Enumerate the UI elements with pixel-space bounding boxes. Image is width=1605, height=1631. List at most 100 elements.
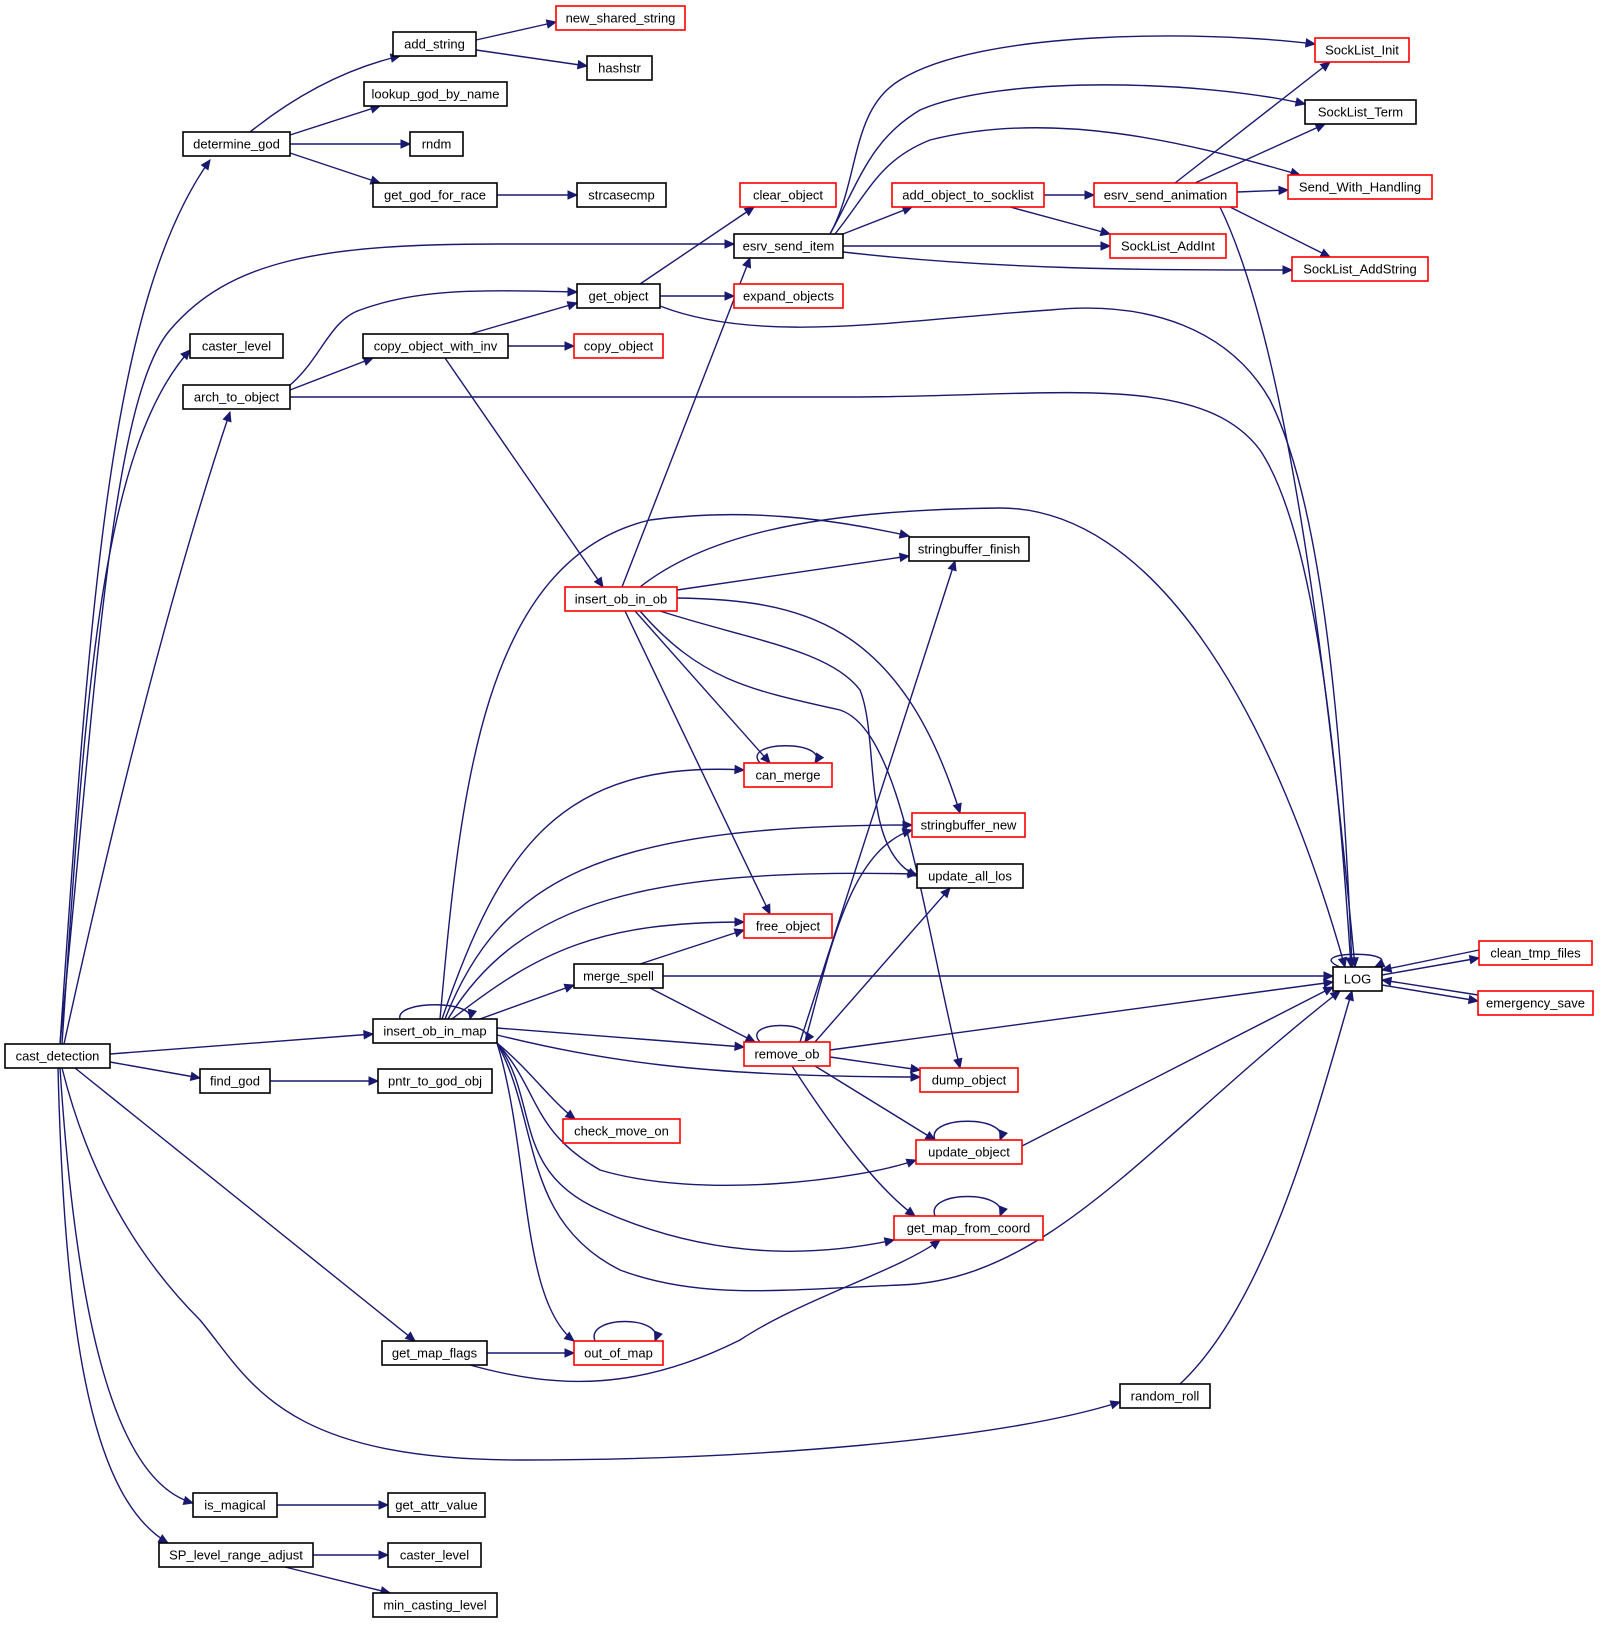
node-lookup-god-by-name[interactable]: lookup_god_by_name [363, 81, 508, 107]
node-esrv-send-item[interactable]: esrv_send_item [733, 233, 844, 259]
node-copy-object-with-inv[interactable]: copy_object_with_inv [362, 333, 509, 359]
node-box[interactable] [893, 1215, 1044, 1241]
node-box[interactable] [372, 1592, 498, 1618]
node-strcasecmp[interactable]: strcasecmp [576, 182, 667, 208]
node-sp-level-range-adjust[interactable]: SP_level_range_adjust [158, 1542, 314, 1568]
node-stringbuffer-new[interactable]: stringbuffer_new [911, 812, 1026, 838]
node-box[interactable] [1093, 182, 1238, 208]
node-min-casting-level[interactable]: min_casting_level [372, 1592, 498, 1618]
node-free-object[interactable]: free_object [743, 913, 833, 939]
node-log[interactable]: LOG [1332, 966, 1383, 992]
node-box[interactable] [4, 1043, 111, 1069]
node-insert-ob-in-ob[interactable]: insert_ob_in_ob [564, 586, 678, 612]
node-send-with-handling[interactable]: Send_With_Handling [1287, 174, 1433, 200]
node-random-roll[interactable]: random_roll [1119, 1383, 1211, 1409]
node-update-object[interactable]: update_object [915, 1139, 1023, 1165]
node-box[interactable] [1109, 233, 1227, 259]
node-is-magical[interactable]: is_magical [192, 1492, 278, 1518]
node-box[interactable] [182, 384, 291, 410]
node-merge-spell[interactable]: merge_spell [573, 963, 664, 989]
node-rndm[interactable]: rndm [409, 131, 464, 157]
node-box[interactable] [381, 1340, 488, 1366]
node-box[interactable] [564, 586, 678, 612]
node-get-attr-value[interactable]: get_attr_value [387, 1492, 486, 1518]
node-box[interactable] [377, 1068, 493, 1094]
node-box[interactable] [1314, 37, 1410, 63]
node-cast-detection[interactable]: cast_detection [4, 1043, 111, 1069]
node-socklist-addint[interactable]: SockList_AddInt [1109, 233, 1227, 259]
node-clean-tmp-files[interactable]: clean_tmp_files [1478, 940, 1593, 966]
node-clear-object[interactable]: clear_object [739, 182, 837, 208]
node-box[interactable] [1477, 990, 1594, 1016]
node-determine-god[interactable]: determine_god [182, 131, 291, 157]
node-box[interactable] [743, 762, 833, 788]
node-box[interactable] [1119, 1383, 1211, 1409]
node-box[interactable] [392, 31, 477, 57]
node-esrv-send-animation[interactable]: esrv_send_animation [1093, 182, 1238, 208]
node-can-merge[interactable]: can_merge [743, 762, 833, 788]
node-box[interactable] [562, 1118, 681, 1144]
node-find-god[interactable]: find_god [199, 1068, 271, 1094]
node-box[interactable] [372, 1018, 498, 1044]
node-box[interactable] [1304, 99, 1417, 125]
node-socklist-init[interactable]: SockList_Init [1314, 37, 1410, 63]
node-box[interactable] [158, 1542, 314, 1568]
node-add-string[interactable]: add_string [392, 31, 477, 57]
node-box[interactable] [409, 131, 464, 157]
node-box[interactable] [908, 536, 1030, 562]
node-box[interactable] [1332, 966, 1383, 992]
node-get-map-flags[interactable]: get_map_flags [381, 1340, 488, 1366]
node-box[interactable] [739, 182, 837, 208]
node-box[interactable] [363, 81, 508, 107]
node-box[interactable] [891, 182, 1045, 208]
node-box[interactable] [576, 283, 661, 309]
node-socklist-term[interactable]: SockList_Term [1304, 99, 1417, 125]
node-box[interactable] [387, 1492, 486, 1518]
node-hashstr[interactable]: hashstr [586, 55, 653, 81]
node-update-all-los[interactable]: update_all_los [916, 863, 1024, 889]
node-check-move-on[interactable]: check_move_on [562, 1118, 681, 1144]
node-caster-level-b[interactable]: caster_level [387, 1542, 482, 1568]
node-box[interactable] [733, 283, 844, 309]
node-box[interactable] [362, 333, 509, 359]
node-copy-object[interactable]: copy_object [573, 333, 664, 359]
node-box[interactable] [743, 913, 833, 939]
node-box[interactable] [915, 1139, 1023, 1165]
node-out-of-map[interactable]: out_of_map [573, 1340, 664, 1366]
node-box[interactable] [372, 182, 498, 208]
node-dump-object[interactable]: dump_object [919, 1067, 1019, 1093]
node-box[interactable] [387, 1542, 482, 1568]
node-stringbuffer-finish[interactable]: stringbuffer_finish [908, 536, 1030, 562]
node-box[interactable] [189, 333, 284, 359]
node-box[interactable] [911, 812, 1026, 838]
node-box[interactable] [573, 963, 664, 989]
node-insert-ob-in-map[interactable]: insert_ob_in_map [372, 1018, 498, 1044]
node-box[interactable] [573, 333, 664, 359]
node-box[interactable] [733, 233, 844, 259]
node-emergency-save[interactable]: emergency_save [1477, 990, 1594, 1016]
node-new-shared-string[interactable]: new_shared_string [555, 5, 686, 31]
node-socklist-addstring[interactable]: SockList_AddString [1291, 256, 1429, 282]
node-box[interactable] [182, 131, 291, 157]
node-box[interactable] [586, 55, 653, 81]
node-expand-objects[interactable]: expand_objects [733, 283, 844, 309]
node-get-god-for-race[interactable]: get_god_for_race [372, 182, 498, 208]
node-box[interactable] [192, 1492, 278, 1518]
node-pntr-to-god-obj[interactable]: pntr_to_god_obj [377, 1068, 493, 1094]
node-get-map-from-coord[interactable]: get_map_from_coord [893, 1215, 1044, 1241]
node-box[interactable] [1287, 174, 1433, 200]
node-box[interactable] [576, 182, 667, 208]
node-box[interactable] [916, 863, 1024, 889]
node-box[interactable] [743, 1041, 831, 1067]
node-box[interactable] [199, 1068, 271, 1094]
node-get-object[interactable]: get_object [576, 283, 661, 309]
node-add-object-to-socklist[interactable]: add_object_to_socklist [891, 182, 1045, 208]
node-box[interactable] [1478, 940, 1593, 966]
node-box[interactable] [573, 1340, 664, 1366]
node-arch-to-object[interactable]: arch_to_object [182, 384, 291, 410]
node-remove-ob[interactable]: remove_ob [743, 1041, 831, 1067]
node-box[interactable] [1291, 256, 1429, 282]
node-caster-level-a[interactable]: caster_level [189, 333, 284, 359]
node-box[interactable] [919, 1067, 1019, 1093]
node-box[interactable] [555, 5, 686, 31]
